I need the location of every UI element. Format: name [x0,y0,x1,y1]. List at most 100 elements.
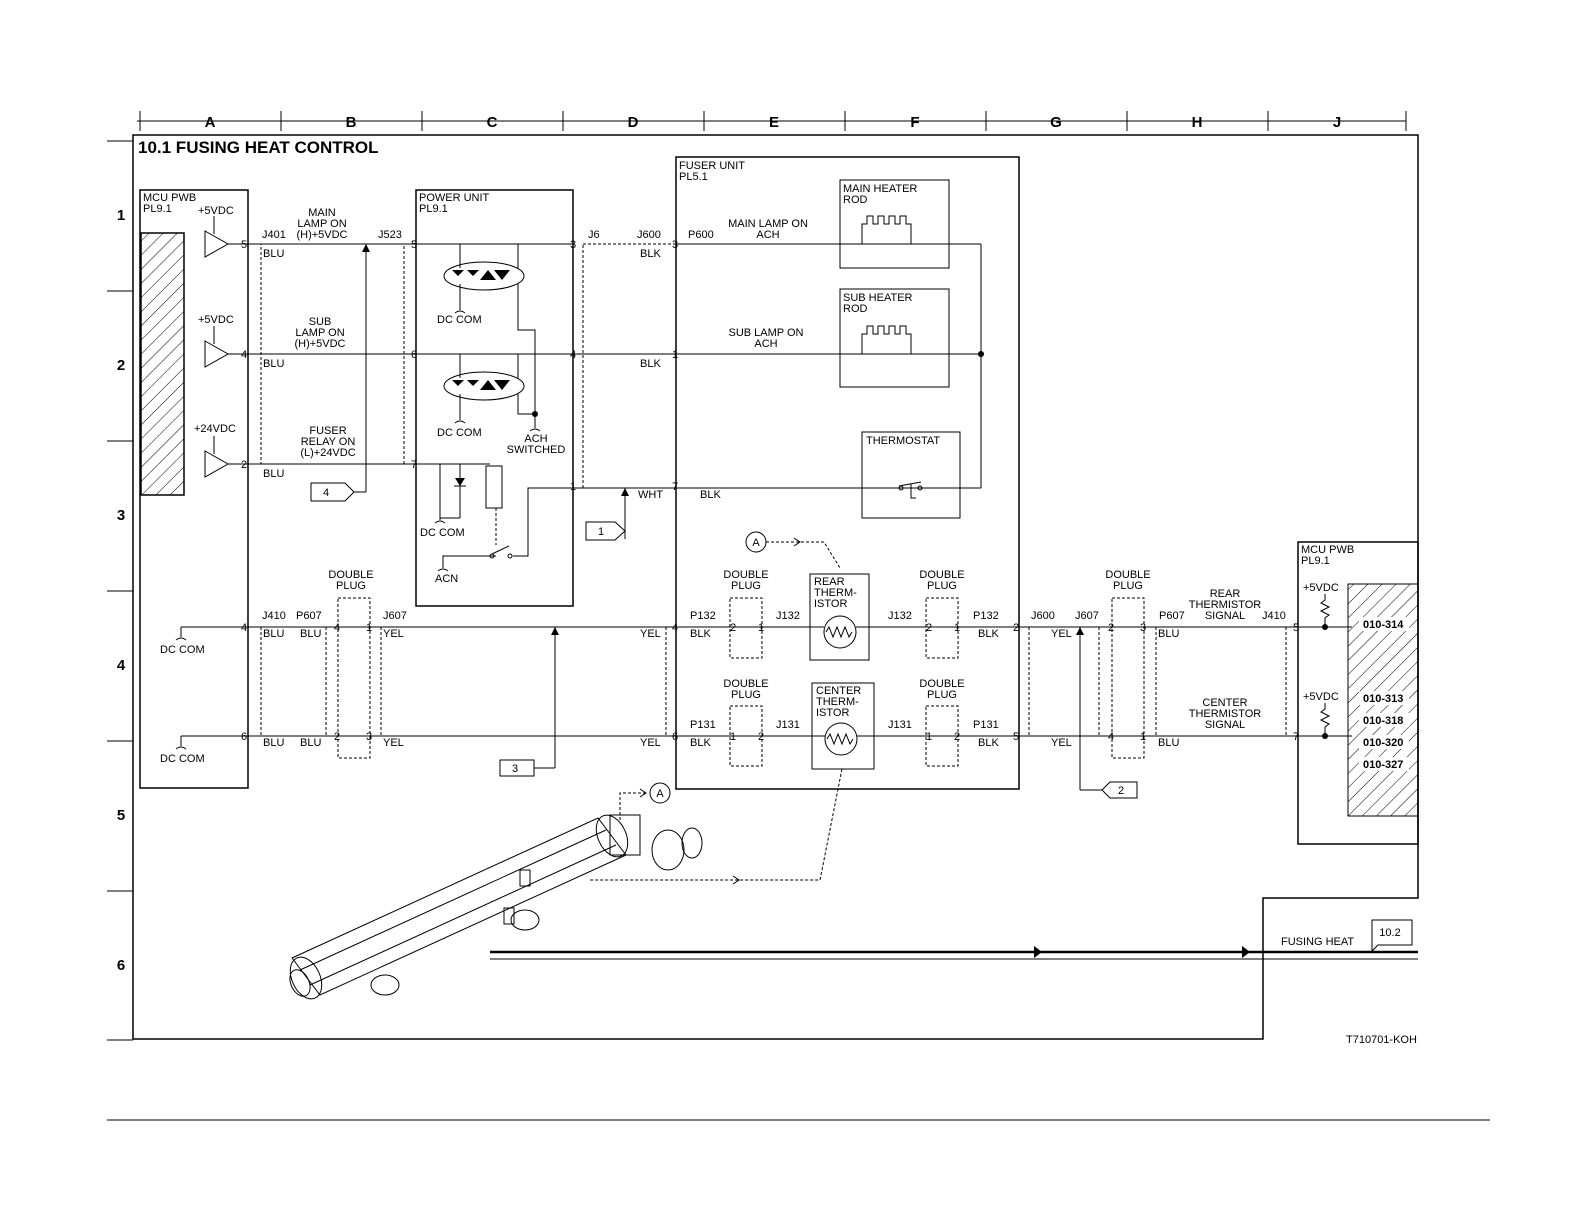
svg-text:DC COM: DC COM [437,314,482,326]
svg-text:ISTOR: ISTOR [816,707,849,719]
svg-text:ROD: ROD [843,303,868,315]
svg-text:J6: J6 [588,229,600,241]
fuser-assembly-illustration: A [289,782,703,1000]
svg-text:BLU: BLU [263,248,284,260]
svg-text:THERM-: THERM- [814,587,857,599]
svg-text:MAIN HEATER: MAIN HEATER [843,183,917,195]
col-j: J [1333,114,1341,131]
svg-text:BLK: BLK [640,248,661,260]
svg-text:1: 1 [954,622,960,634]
svg-text:1: 1 [598,526,604,538]
svg-text:THERM-: THERM- [816,696,859,708]
svg-text:DC COM: DC COM [420,527,465,539]
svg-text:RELAY ON: RELAY ON [301,436,356,448]
svg-text:BLU: BLU [1158,628,1179,640]
svg-text:2: 2 [758,731,764,743]
svg-text:2: 2 [1118,785,1124,797]
svg-text:PLUG: PLUG [336,580,366,592]
fusing-heat-label: FUSING HEAT [1281,936,1354,948]
svg-text:4: 4 [241,622,247,634]
svg-text:CENTER: CENTER [816,685,861,697]
svg-text:7: 7 [411,459,417,471]
svg-text:1: 1 [758,622,764,634]
svg-text:J131: J131 [888,719,912,731]
svg-text:+5VDC: +5VDC [198,314,234,326]
svg-text:SUB LAMP ON: SUB LAMP ON [729,327,804,339]
svg-text:3: 3 [366,731,372,743]
svg-text:BLU: BLU [300,737,321,749]
svg-text:J131: J131 [776,719,800,731]
svg-text:DC COM: DC COM [160,753,205,765]
svg-text:WHT: WHT [638,489,663,501]
svg-text:SUB HEATER: SUB HEATER [843,292,913,304]
svg-text:P600: P600 [688,229,714,241]
svg-text:PL9.1: PL9.1 [1301,555,1330,567]
svg-text:2: 2 [926,622,932,634]
row-6: 6 [117,957,125,974]
svg-text:3: 3 [512,763,518,775]
svg-text:FUSER: FUSER [309,425,346,437]
col-g: G [1050,114,1062,131]
svg-text:J401: J401 [262,229,286,241]
svg-text:BLK: BLK [978,628,999,640]
j6-j600-harness: J6 J600 BLK BLK WHT 3 1 7 1 [573,229,678,541]
svg-text:MCU PWB: MCU PWB [143,192,196,204]
svg-text:2: 2 [730,622,736,634]
svg-text:YEL: YEL [383,737,404,749]
svg-text:5: 5 [241,239,247,251]
thermistor-wires-right: DOUBLE PLUG J600 J607 P607 J410 YEL YEL … [1019,569,1298,799]
fusing-heat-link: FUSING HEAT 10.2 [490,919,1418,960]
svg-text:6: 6 [241,731,247,743]
power-unit: POWER UNIT PL9.1 5 6 7 3 4 1 DC COM DC C… [411,189,576,607]
svg-text:MCU PWB: MCU PWB [1301,544,1354,556]
svg-text:FUSER UNIT: FUSER UNIT [679,160,745,172]
svg-text:BLK: BLK [978,737,999,749]
svg-text:J600: J600 [637,229,661,241]
svg-text:SWITCHED: SWITCHED [507,444,566,456]
fuser-unit: FUSER UNIT PL5.1 P600 BLK MAIN LAMP ON A… [590,156,1020,885]
svg-text:2: 2 [334,731,340,743]
svg-text:DOUBLE: DOUBLE [919,678,964,690]
fault-code-5: 010-327 [1363,759,1403,771]
svg-text:J607: J607 [1075,610,1099,622]
row-3: 3 [117,507,125,524]
svg-text:PL5.1: PL5.1 [679,171,708,183]
svg-text:5: 5 [411,239,417,251]
svg-text:+5VDC: +5VDC [1303,691,1339,703]
svg-text:7: 7 [672,481,678,493]
svg-text:BLU: BLU [1158,737,1179,749]
svg-text:4: 4 [1108,731,1114,743]
svg-text:BLK: BLK [690,737,711,749]
svg-text:BLK: BLK [700,489,721,501]
row-5: 5 [117,807,125,824]
svg-text:YEL: YEL [1051,628,1072,640]
svg-text:4: 4 [672,622,678,634]
svg-text:LAMP ON: LAMP ON [295,327,344,339]
svg-text:4: 4 [323,487,329,499]
row-1: 1 [117,207,125,224]
left-wires: 5 4 2 J401 BLU BLU BLU MAIN LAMP ON (H)+… [241,207,676,502]
svg-text:DOUBLE: DOUBLE [723,569,768,581]
svg-text:PLUG: PLUG [927,580,957,592]
svg-text:(H)+5VDC: (H)+5VDC [294,338,345,350]
svg-text:ACN: ACN [435,573,458,585]
fusing-heat-ref: 10.2 [1379,927,1400,939]
svg-text:ACH: ACH [524,433,547,445]
svg-text:J410: J410 [1262,610,1286,622]
svg-text:BLU: BLU [300,628,321,640]
svg-text:J607: J607 [383,610,407,622]
svg-text:6: 6 [411,349,417,361]
row-4: 4 [117,657,126,674]
svg-text:A: A [752,537,760,549]
svg-text:P131: P131 [690,719,716,731]
svg-text:BLK: BLK [690,628,711,640]
thermistor-wires-left: DOUBLE PLUG 4 6 J410 P607 J607 BLU BLU B… [241,569,676,777]
svg-text:PL9.1: PL9.1 [419,203,448,215]
svg-text:1: 1 [366,622,372,634]
svg-text:(L)+24VDC: (L)+24VDC [300,447,355,459]
column-ruler: A B C D E F G H J [137,111,1407,131]
svg-text:J410: J410 [262,610,286,622]
svg-text:4: 4 [334,622,340,634]
svg-text:J523: J523 [378,229,402,241]
